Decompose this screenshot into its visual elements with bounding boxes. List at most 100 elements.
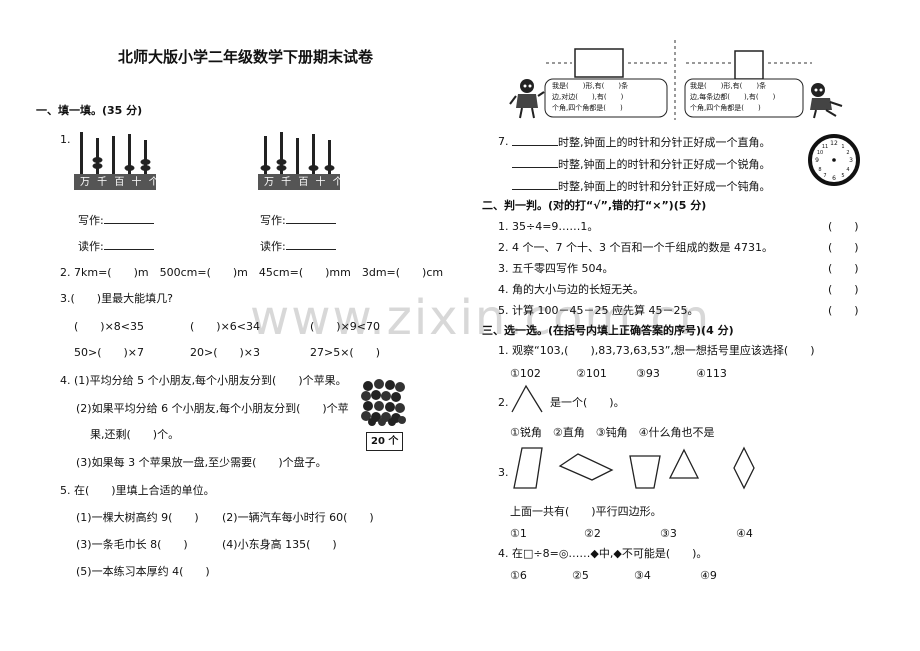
question-4-2a: (2)如果平均分给 6 个小朋友,每个小朋友分到( )个苹 (76, 402, 349, 415)
judge-answer[interactable]: ( ) (828, 304, 859, 317)
bubble-left-line: 我是( )形,有( )条 (552, 82, 629, 90)
bubble-left-line: 边,对边( ),有( ) (552, 93, 624, 101)
speech-bubble (684, 78, 804, 118)
choice-4: 4. 在□÷8=◎……◆中,◆不可能是( )。 (498, 547, 708, 560)
q3-item: 27>5×( ) (310, 346, 381, 359)
choice-2-label: 2. (498, 396, 509, 409)
svg-text:6: 6 (832, 175, 836, 182)
section2-heading: 二、判一判。(对的打“√”,错的打“×”)(5 分) (482, 199, 707, 212)
q1-label: 1. (60, 133, 71, 146)
judge-item: 4. 角的大小与边的长短无关。 (498, 283, 644, 296)
choice-4-option[interactable]: ③4 (634, 569, 651, 582)
svg-text:10: 10 (817, 150, 823, 156)
q7-line[interactable]: 时整,钟面上的时针和分针正好成一个锐角。 (512, 157, 771, 171)
choice-1: 1. 观察“103,( ),83,73,63,53”,想一想括号里应该选择( ) (498, 344, 815, 357)
section1-heading: 一、填一填。(35 分) (36, 104, 143, 117)
q7-text: 时整,钟面上的时针和分针正好成一个锐角。 (558, 158, 771, 171)
q7-label: 7. (498, 135, 509, 148)
svg-text:12: 12 (830, 140, 838, 147)
quadrilateral-shapes (513, 446, 755, 490)
q7-line[interactable]: 时整,钟面上的时针和分针正好成一个直角。 (512, 135, 771, 149)
bubble-right-line: 我是( )形,有( )条 (690, 82, 767, 90)
svg-text:11: 11 (822, 144, 828, 150)
bubble-right-line: 边,每条边都( ),有( ) (690, 93, 776, 101)
svg-text:4: 4 (846, 167, 849, 173)
choice-1-option[interactable]: ④113 (696, 367, 727, 380)
q5-item: (5)一本练习本厚约 4( ) (76, 565, 210, 578)
speech-bubble (544, 78, 668, 118)
choice-1-option[interactable]: ②101 (576, 367, 607, 380)
q5-item: (4)小东身高 135( ) (222, 538, 337, 551)
read-field-2[interactable]: 读作: (260, 239, 336, 253)
q7-line[interactable]: 时整,钟面上的时针和分针正好成一个钝角。 (512, 179, 771, 193)
q3-item: 50>( )×7 (74, 346, 145, 359)
choice-4-option[interactable]: ②5 (572, 569, 589, 582)
read-field-1[interactable]: 读作: (78, 239, 154, 253)
q3-item: 20>( )×3 (190, 346, 261, 359)
choice-1-option[interactable]: ①102 (510, 367, 541, 380)
choice-2-text: 是一个( )。 (550, 396, 625, 409)
square-shape (734, 50, 764, 80)
choice-3-text: 上面一共有( )平行四边形。 (510, 505, 662, 518)
write-field-2[interactable]: 写作: (260, 213, 336, 227)
read-label: 读作: (78, 240, 104, 253)
write-label: 写作: (260, 214, 286, 227)
choice-3-label: 3. (498, 466, 509, 479)
apple-count-box: 20 个 (366, 432, 404, 451)
section3-heading: 三、选一选。(在括号内填上正确答案的序号)(4 分) (482, 324, 734, 337)
question-5: 5. 在( )里填上合适的单位。 (60, 484, 215, 497)
judge-item: 3. 五千零四写作 504。 (498, 262, 614, 275)
question-4-2b: 果,还剩( )个。 (90, 428, 180, 441)
rectangle-shape (574, 48, 624, 78)
abacus-1-labels: 万 千 百 十 个 (80, 177, 161, 188)
q5-item: (3)一条毛巾长 8( ) (76, 538, 188, 551)
judge-item: 5. 计算 100－45－25 应先算 45－25。 (498, 304, 699, 317)
svg-text:2: 2 (846, 150, 849, 156)
svg-text:1: 1 (841, 144, 844, 150)
choice-1-option[interactable]: ③93 (636, 367, 660, 380)
question-4-3: (3)如果每 3 个苹果放一盘,至少需要( )个盘子。 (76, 456, 327, 469)
q7-text: 时整,钟面上的时针和分针正好成一个直角。 (558, 136, 771, 149)
child-icon (810, 83, 843, 119)
q7-text: 时整,钟面上的时针和分针正好成一个钝角。 (558, 180, 771, 193)
question-3: 3.( )里最大能填几? (60, 292, 173, 305)
write-label: 写作: (78, 214, 104, 227)
q5-item: (1)一棵大树高约 9( ) (76, 511, 199, 524)
question-2: 2. 7km=( )m 500cm=( )m 45cm=( )mm 3dm=( … (60, 266, 444, 279)
choice-4-option[interactable]: ④9 (700, 569, 717, 582)
abacus-icon (258, 132, 340, 190)
choice-4-option[interactable]: ①6 (510, 569, 527, 582)
write-field-1[interactable]: 写作: (78, 213, 154, 227)
judge-answer[interactable]: ( ) (828, 241, 859, 254)
judge-answer[interactable]: ( ) (828, 283, 859, 296)
divider (674, 40, 676, 120)
svg-text:7: 7 (823, 173, 826, 179)
judge-answer[interactable]: ( ) (828, 262, 859, 275)
q3-item: ( )×9<70 (310, 320, 381, 333)
choice-3-option[interactable]: ①1 (510, 527, 527, 540)
choice-2-options[interactable]: ①锐角 ②直角 ③钝角 ④什么角也不是 (510, 426, 715, 439)
bubble-right-line: 个角,四个角都是( ) (690, 104, 761, 112)
angle-shape (511, 384, 543, 413)
q3-item: ( )×6<34 (190, 320, 261, 333)
page-title: 北师大版小学二年级数学下册期末试卷 (118, 48, 374, 66)
q3-item: ( )×8<35 (74, 320, 145, 333)
choice-3-option[interactable]: ④4 (736, 527, 753, 540)
svg-text:8: 8 (818, 167, 821, 173)
svg-text:9: 9 (815, 157, 819, 164)
svg-text:5: 5 (841, 173, 844, 179)
q5-item: (2)一辆汽车每小时行 60( ) (222, 511, 374, 524)
apples-icon (361, 379, 406, 426)
watermark: www.zixin.com.cn (250, 290, 712, 346)
clock-icon: 12 6 3 9 1 2 4 5 7 8 10 11 (808, 134, 860, 186)
guide-lines (546, 62, 812, 64)
svg-text:3: 3 (849, 157, 853, 164)
read-label: 读作: (260, 240, 286, 253)
child-icon (509, 79, 545, 119)
judge-item: 2. 4 个一、7 个十、3 个百和一个千组成的数是 4731。 (498, 241, 773, 254)
choice-3-option[interactable]: ③3 (660, 527, 677, 540)
bubble-left-line: 个角,四个角都是( ) (552, 104, 623, 112)
choice-3-option[interactable]: ②2 (584, 527, 601, 540)
abacus-icon (74, 132, 156, 190)
judge-answer[interactable]: ( ) (828, 220, 859, 233)
